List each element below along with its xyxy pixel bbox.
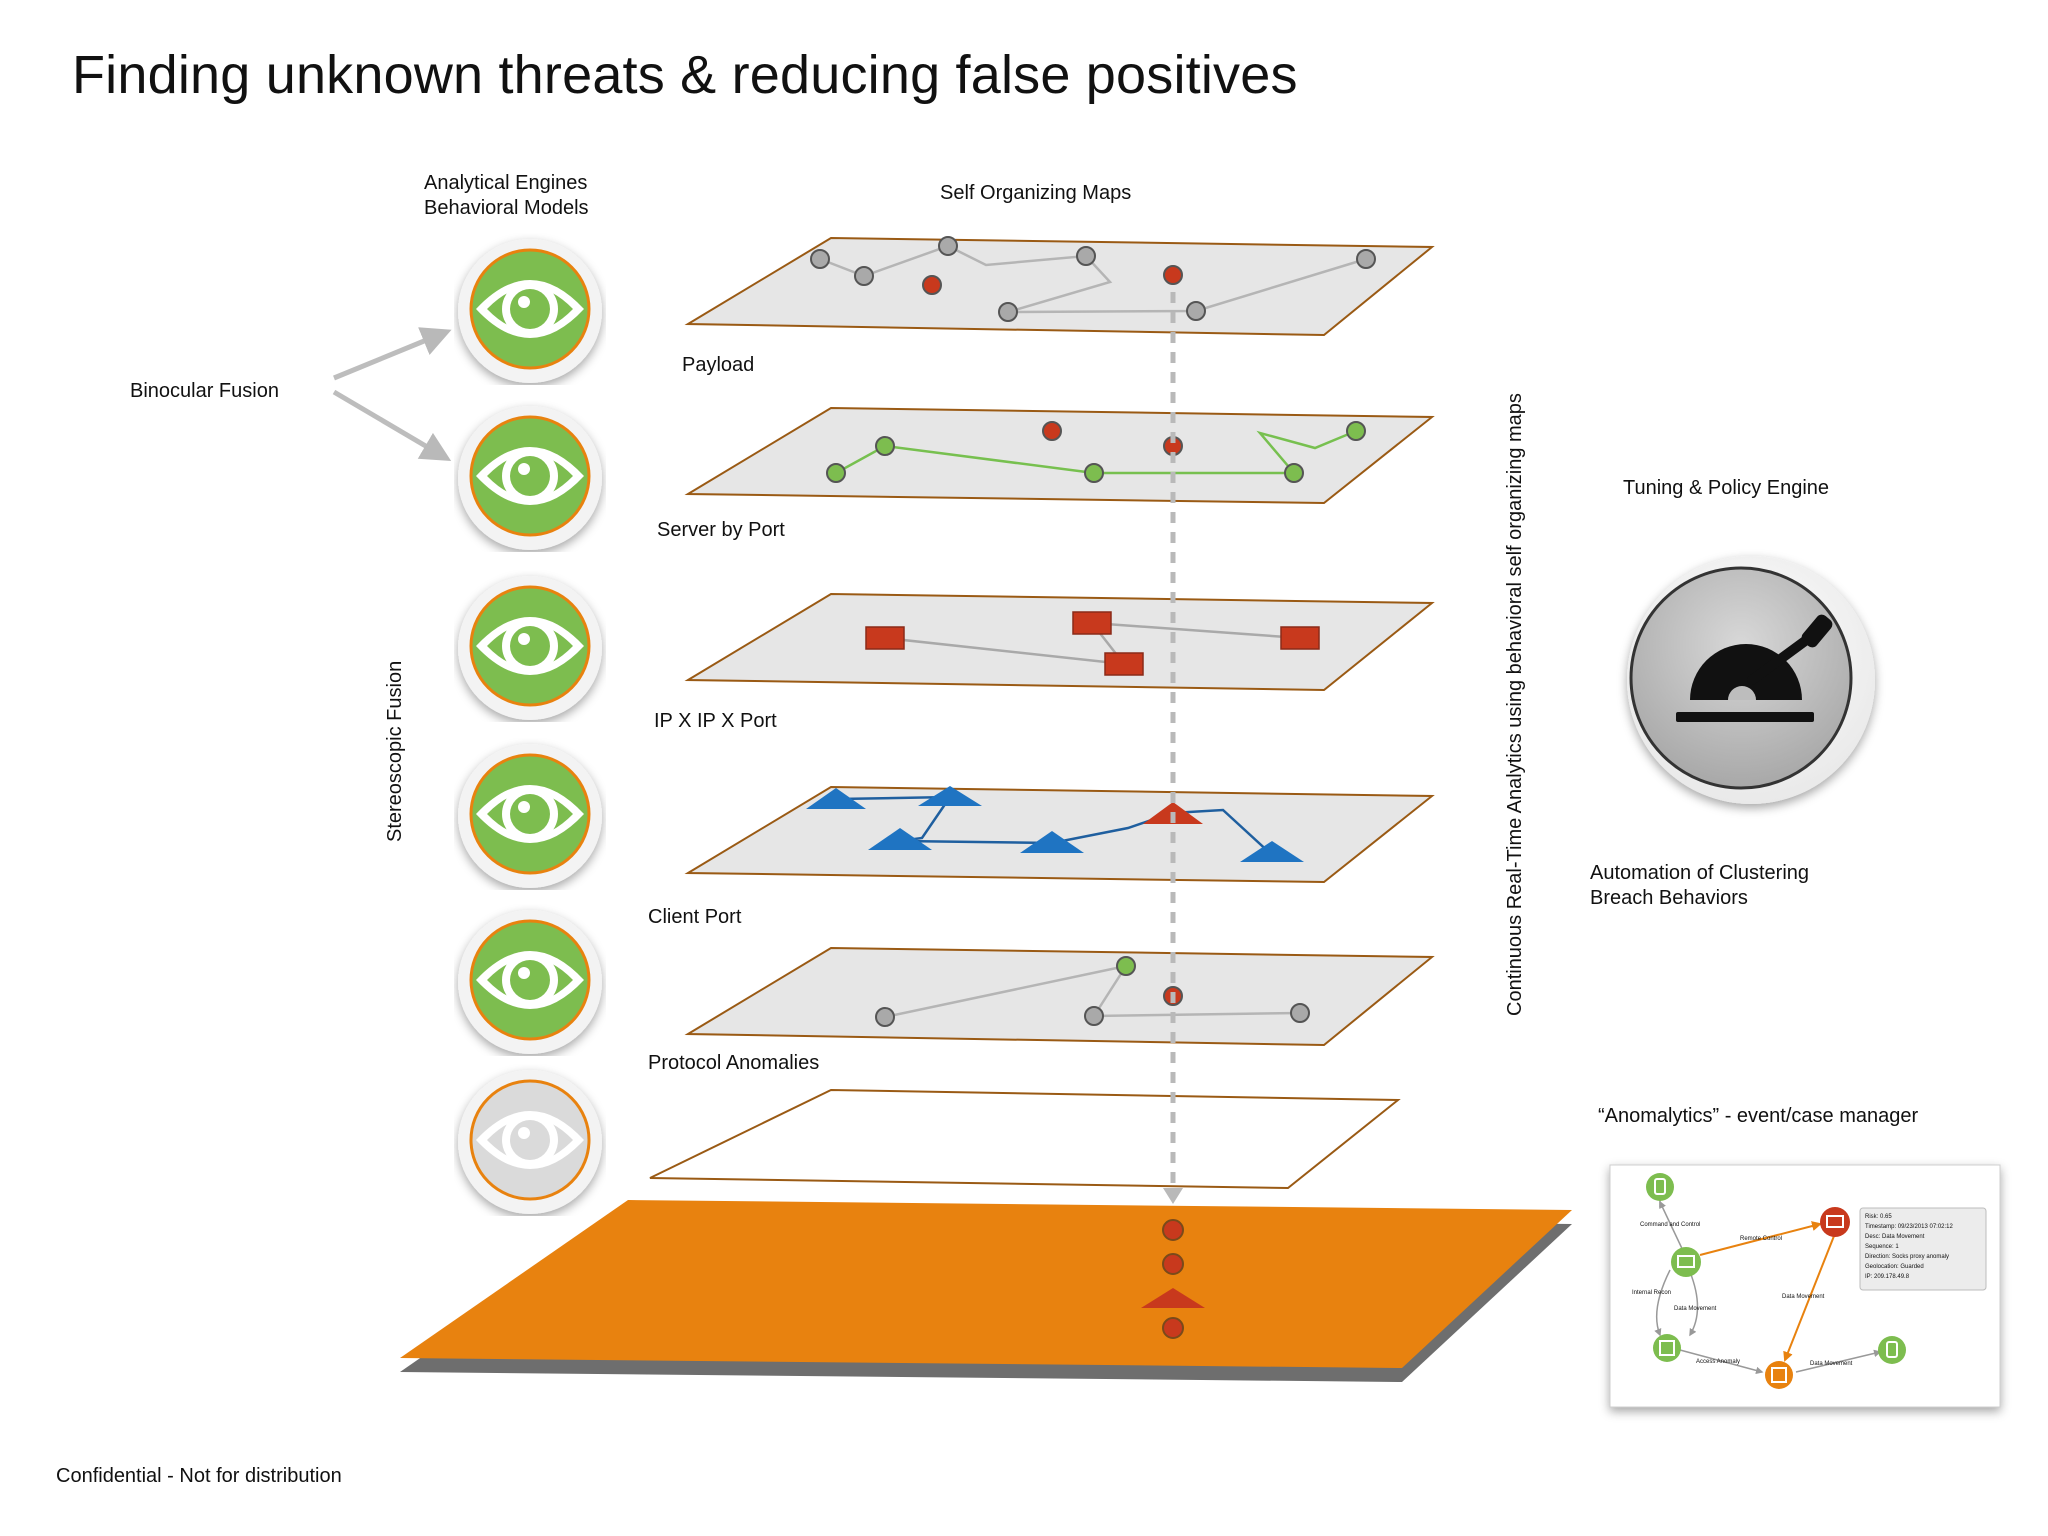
ip-network	[865, 611, 1320, 676]
case-manager-thumbnail	[1609, 1164, 2001, 1408]
cm-label: Data Movement	[1782, 1294, 1825, 1300]
node	[868, 828, 932, 850]
payload-network	[810, 236, 1376, 322]
base-plane	[400, 1200, 1572, 1382]
cm-tooltip-line: Sequence: 1	[1865, 1244, 1899, 1250]
plane-payload	[684, 236, 1435, 337]
engines-label-2: Behavioral Models	[424, 197, 589, 219]
tuning-label: Tuning & Policy Engine	[1623, 477, 1830, 499]
node	[875, 436, 895, 456]
continuous-label: Continuous Real-Time Analytics using beh…	[1504, 393, 1526, 1016]
drilldown-line	[1163, 292, 1183, 1204]
cm-tooltip-line: Desc: Data Movement	[1865, 1234, 1925, 1240]
layer-label-protocol: Protocol Anomalies	[648, 1052, 820, 1074]
cm-tooltip-line: Geolocation: Guarded	[1865, 1264, 1924, 1270]
anomaly-node	[1042, 421, 1062, 441]
node	[1084, 1006, 1104, 1026]
node	[806, 788, 866, 809]
plane-server-by-port	[684, 406, 1435, 505]
node	[1280, 626, 1320, 650]
eye-icon	[454, 233, 606, 385]
node	[1346, 421, 1366, 441]
node	[1104, 652, 1144, 676]
cm-tooltip-line: IP: 209.178.49.8	[1865, 1274, 1910, 1280]
node	[1284, 463, 1304, 483]
eye-icon	[454, 570, 606, 722]
som-label: Self Organizing Maps	[940, 182, 1132, 204]
node	[1356, 249, 1376, 269]
node	[826, 463, 846, 483]
node	[1290, 1003, 1310, 1023]
node	[1186, 301, 1206, 321]
layer-label-client: Client Port	[648, 906, 742, 928]
node	[1240, 841, 1304, 862]
eye-icon	[454, 738, 606, 890]
cm-label: Data Movement	[1674, 1306, 1717, 1312]
node	[1072, 611, 1112, 635]
plane-empty	[649, 1088, 1401, 1190]
cm-label: Remote Control	[1740, 1236, 1783, 1242]
node	[998, 302, 1018, 322]
server-network	[826, 421, 1366, 483]
automation-label-2: Breach Behaviors	[1590, 887, 1748, 909]
node	[1116, 956, 1136, 976]
node	[854, 266, 874, 286]
cm-label: Command and Control	[1640, 1222, 1701, 1228]
automation-label-1: Automation of Clustering	[1590, 862, 1810, 884]
plane-ip-port	[684, 592, 1435, 692]
cm-label: Internal Recon	[1632, 1290, 1672, 1296]
plane-client-port	[684, 785, 1435, 884]
confidential-label: Confidential - Not for distribution	[56, 1465, 342, 1487]
eye-icon	[454, 904, 606, 1056]
node	[875, 1007, 895, 1027]
node	[1084, 463, 1104, 483]
layer-label-server: Server by Port	[657, 519, 785, 541]
eye-icon	[454, 400, 606, 552]
tuning-engine-icon	[1627, 556, 1875, 804]
cm-tooltip-line: Direction: Socks proxy anomaly	[1865, 1254, 1950, 1260]
anomaly-node	[922, 275, 942, 295]
engines-label-1: Analytical Engines	[424, 172, 588, 194]
stereoscopic-label: Stereoscopic Fusion	[384, 660, 406, 842]
node	[918, 786, 982, 806]
eye-icon	[454, 1064, 606, 1216]
layer-label-payload: Payload	[682, 354, 755, 376]
anomalytics-label: “Anomalytics” - event/case manager	[1598, 1105, 1919, 1127]
cm-label: Access Anomaly	[1696, 1359, 1741, 1365]
cm-tooltip-line: Timestamp: 09/23/2013 07:02:12	[1865, 1224, 1953, 1230]
page-title: Finding unknown threats & reducing false…	[72, 45, 1298, 105]
cm-label: Data Movement	[1810, 1361, 1853, 1367]
node	[1020, 831, 1084, 853]
plane-protocol-anomalies	[684, 946, 1435, 1047]
anomaly-node	[1163, 265, 1183, 285]
node	[865, 626, 905, 650]
aggregated-anomalies	[1141, 1219, 1205, 1339]
cm-tooltip-line: Risk: 0.65	[1865, 1214, 1892, 1220]
client-network	[806, 786, 1304, 862]
node	[1076, 246, 1096, 266]
protocol-network	[875, 956, 1310, 1027]
binocular-arrows	[332, 327, 452, 462]
layer-label-ip: IP X IP X Port	[654, 710, 777, 732]
node	[810, 249, 830, 269]
node	[938, 236, 958, 256]
binocular-label: Binocular Fusion	[130, 380, 279, 402]
